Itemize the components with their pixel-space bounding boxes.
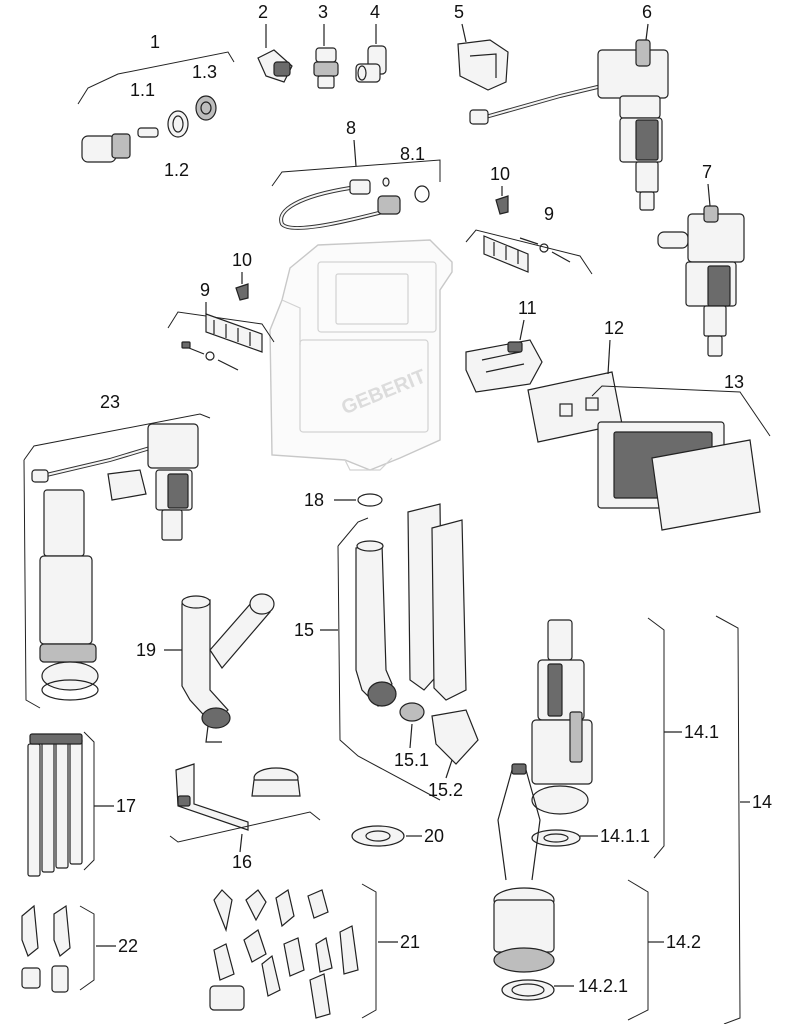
part-19-y-branch-pipe [181, 593, 275, 743]
cistern-frame-ghost: GEBERIT [269, 239, 453, 471]
label-18: 18 [304, 490, 324, 510]
label-13: 13 [724, 372, 744, 392]
part-1-3-nut [195, 95, 217, 121]
part-5-clip [457, 39, 509, 91]
part-10-left-clip [235, 283, 249, 301]
part-18-seal [357, 493, 383, 507]
label-15-1: 15.1 [394, 750, 429, 770]
part-14-1-flush-valve [531, 619, 593, 815]
label-14-2: 14.2 [666, 932, 701, 952]
part-15-flush-pipe-set [337, 503, 479, 801]
part-20-washer [351, 825, 405, 847]
part-22-clips [21, 904, 95, 993]
label-5: 5 [454, 2, 464, 22]
label-1-3: 1.3 [192, 62, 217, 82]
label-14: 14 [752, 792, 772, 812]
label-6: 6 [642, 2, 652, 22]
part-7-fill-valve [657, 205, 745, 357]
part-2-angle-valve [257, 49, 293, 83]
part-1-valve-nut [111, 133, 131, 159]
part-4-elbow [355, 45, 387, 83]
label-22: 22 [118, 936, 138, 956]
part-6-fill-valve [469, 39, 669, 211]
part-14-1-1-washer [531, 829, 581, 847]
part-9-left-mounting-bracket [167, 311, 275, 371]
part-3-fitting [313, 47, 339, 89]
label-15-2: 15.2 [428, 780, 463, 800]
label-16: 16 [232, 852, 252, 872]
part-1-2-ring [167, 110, 189, 138]
label-14-2-1: 14.2.1 [578, 976, 628, 996]
label-19: 19 [136, 640, 156, 660]
part-16-pipe-bracket [169, 763, 321, 843]
part-14-2-1-seal [501, 979, 555, 1001]
part-13-actuator-plate [591, 385, 771, 531]
part-10-right-clip [495, 195, 509, 215]
part-1-valve-body [81, 135, 117, 163]
part-1-shutoff-valve-kit [77, 51, 235, 163]
part-9-right-mounting-bracket [465, 229, 593, 275]
label-1-2: 1.2 [164, 160, 189, 180]
label-7: 7 [702, 162, 712, 182]
part-1-1-nipple [137, 127, 159, 138]
label-11: 11 [518, 298, 537, 318]
label-10-right: 10 [490, 164, 510, 184]
label-9-left: 9 [200, 280, 210, 300]
label-3: 3 [318, 2, 328, 22]
label-1-1: 1.1 [130, 80, 155, 100]
part-17-fixing-strips [27, 731, 95, 877]
label-14-1-1: 14.1.1 [600, 826, 650, 846]
label-8-1: 8.1 [400, 144, 425, 164]
label-20: 20 [424, 826, 444, 846]
label-9-right: 9 [544, 204, 554, 224]
part-11-actuator-mechanism [465, 339, 543, 393]
label-15: 15 [294, 620, 314, 640]
label-10-left: 10 [232, 250, 252, 270]
label-4: 4 [370, 2, 380, 22]
label-1: 1 [150, 32, 160, 52]
label-17: 17 [116, 796, 136, 816]
label-21: 21 [400, 932, 420, 952]
part-8-connection-hose [271, 159, 441, 230]
label-8: 8 [346, 118, 356, 138]
label-14-1: 14.1 [684, 722, 719, 742]
label-23: 23 [100, 392, 120, 412]
part-14-2-bell [493, 763, 555, 973]
label-12: 12 [604, 318, 624, 338]
label-2: 2 [258, 2, 268, 22]
part-23-complete-valve-set [23, 413, 211, 709]
part-21-fixings [209, 883, 377, 1019]
